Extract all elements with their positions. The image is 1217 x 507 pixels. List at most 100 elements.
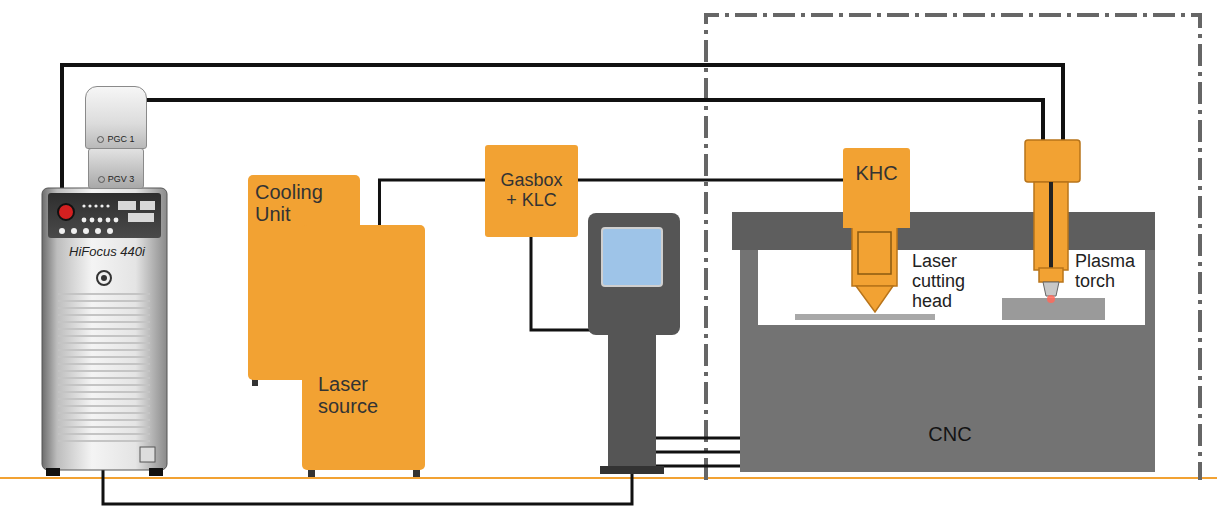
gas-valve-unit: PGV 3 <box>88 148 144 189</box>
control-terminal <box>588 213 680 474</box>
vent-slot <box>58 363 150 365</box>
control-panel <box>48 193 161 238</box>
cnc-machine: CNC <box>740 325 1160 472</box>
plasma-torch <box>1025 140 1080 303</box>
label-holder: Plasma torch <box>1075 252 1145 292</box>
laser-head-housing: KHC <box>843 148 910 228</box>
vent-slot <box>58 412 150 414</box>
node-label: Cooling Unit <box>255 181 341 225</box>
control-cable <box>103 470 632 504</box>
vent-slot <box>58 300 150 302</box>
part-label: Laser cutting head <box>912 252 986 311</box>
foot <box>149 468 163 476</box>
display <box>118 201 136 210</box>
torch-tip <box>1043 282 1059 296</box>
vent-slot <box>58 377 150 379</box>
button <box>82 218 87 223</box>
power-source: HiFocus 440i <box>42 188 172 470</box>
vent-slot <box>58 370 150 372</box>
housing <box>42 188 167 470</box>
vent-grille <box>58 294 150 441</box>
foot <box>46 468 60 476</box>
button <box>90 218 95 223</box>
vent-slot <box>58 321 150 323</box>
button <box>83 228 89 234</box>
terminal-stand <box>608 330 656 470</box>
button <box>95 228 101 234</box>
vent-slot <box>58 419 150 421</box>
connector-cable <box>578 178 843 181</box>
torch-cap <box>1039 268 1063 282</box>
vent-slot <box>58 426 150 428</box>
node-label: PGV 3 <box>98 175 135 185</box>
head-body <box>852 224 897 286</box>
vent-slot <box>58 433 150 435</box>
torch-holder <box>1025 140 1080 182</box>
display <box>128 213 154 222</box>
button <box>106 218 111 223</box>
terminal-screen <box>602 228 662 286</box>
laser-source: Laser source <box>302 225 425 470</box>
display <box>140 201 155 210</box>
vent-slot <box>58 335 150 337</box>
nozzle <box>856 286 893 312</box>
node-label: KHC <box>843 162 910 184</box>
vent-slot <box>58 356 150 358</box>
power-source-body <box>42 188 167 476</box>
node-label: Laser source <box>318 373 398 417</box>
vent-slot <box>58 384 150 386</box>
button <box>82 204 85 207</box>
gantry <box>732 212 1155 250</box>
head-body <box>858 232 891 274</box>
gas-console: PGC 1 <box>85 86 147 149</box>
laser-cutting-head <box>852 224 897 312</box>
button <box>88 204 91 207</box>
badge <box>140 447 155 462</box>
button <box>107 228 113 234</box>
terminal-head <box>588 213 680 335</box>
sheet-metal <box>795 314 935 320</box>
label-holder: Laser cutting head <box>912 252 986 311</box>
control-cable <box>655 438 742 466</box>
button <box>94 204 97 207</box>
part-label: Plasma torch <box>1075 252 1145 292</box>
node-label: HiFocus 440i <box>42 244 172 260</box>
button <box>100 204 103 207</box>
ground-line <box>0 477 1217 479</box>
gas-hose <box>147 100 1043 140</box>
gasbox: Gasbox + KLC <box>485 145 578 237</box>
vent-slot <box>58 314 150 316</box>
torch-shaft <box>1049 182 1053 268</box>
button <box>71 228 77 234</box>
vent-slot <box>58 328 150 330</box>
logo <box>97 271 111 285</box>
vent-slot <box>58 391 150 393</box>
vent-slot <box>58 405 150 407</box>
connector-cable <box>379 180 485 225</box>
vent-slot <box>58 293 150 295</box>
torch-shaft <box>1034 182 1068 270</box>
button <box>98 218 103 223</box>
emergency-button <box>58 204 74 220</box>
vent-slot <box>58 349 150 351</box>
control-cable <box>531 237 590 330</box>
vent-slot <box>58 398 150 400</box>
boundary-line <box>706 15 1200 480</box>
node-label: PGC 1 <box>97 135 134 145</box>
arc-glow <box>1047 295 1055 303</box>
vent-slot <box>58 342 150 344</box>
buttons <box>59 204 118 234</box>
terminal-foot <box>600 466 664 474</box>
node-label: Gasbox + KLC <box>498 171 566 211</box>
node-label: CNC <box>740 423 1160 445</box>
vent-slot <box>58 307 150 309</box>
button <box>114 218 119 223</box>
button <box>59 228 65 234</box>
work-area <box>758 250 1145 325</box>
vent-slot <box>58 440 150 442</box>
logo <box>101 275 107 281</box>
button <box>106 204 109 207</box>
